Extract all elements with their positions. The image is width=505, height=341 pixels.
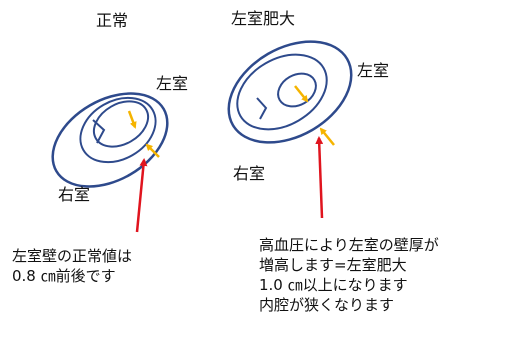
normal-note-line: 左室壁の正常値は bbox=[12, 247, 133, 265]
hypertrophy-right-ventricle-label: 右室 bbox=[233, 164, 266, 183]
normal-wall-arrow-outer bbox=[145, 143, 160, 158]
hypertrophy-septum-notch bbox=[256, 97, 268, 120]
normal-title: 正常 bbox=[96, 11, 129, 30]
hypertrophy-note-line: 高血圧により左室の壁厚が bbox=[259, 236, 439, 254]
hypertrophy-wall-arrow-inner bbox=[294, 85, 309, 103]
hypertrophy-left-ventricle-label: 左室 bbox=[357, 61, 390, 80]
hypertrophy-heart-illustration bbox=[227, 40, 353, 219]
normal-right-ventricle-label: 右室 bbox=[58, 185, 91, 204]
normal-note: 左室壁の正常値は 0.8 ㎝前後です bbox=[12, 246, 132, 286]
normal-outer-wall bbox=[51, 92, 169, 188]
normal-left-ventricle-outer bbox=[79, 96, 157, 164]
normal-wall-arrow-inner bbox=[127, 110, 137, 129]
hypertrophy-title: 左室肥大 bbox=[231, 9, 296, 28]
hypertrophy-left-ventricle-outer bbox=[236, 53, 328, 131]
hypertrophy-note-line: 増高します=左室肥大 bbox=[259, 256, 407, 274]
normal-heart-illustration bbox=[51, 92, 169, 233]
hypertrophy-left-ventricle-cavity bbox=[277, 72, 317, 108]
hypertrophy-note-line: 1.0 ㎝以上になります bbox=[259, 276, 408, 294]
normal-note-line: 0.8 ㎝前後です bbox=[12, 267, 116, 285]
hypertrophy-outer-wall bbox=[227, 40, 353, 144]
hypertrophy-pointer-arrow bbox=[315, 136, 324, 219]
normal-pointer-arrow bbox=[135, 158, 148, 233]
normal-left-ventricle-cavity bbox=[92, 100, 150, 148]
hypertrophy-note-line: 内腔が狭くなります bbox=[259, 296, 395, 314]
normal-septum-notch bbox=[92, 119, 106, 144]
normal-left-ventricle-label: 左室 bbox=[156, 74, 189, 93]
hypertrophy-note: 高血圧により左室の壁厚が 増高します=左室肥大 1.0 ㎝以上になります 内腔が… bbox=[259, 235, 439, 315]
hypertrophy-wall-arrow-outer bbox=[319, 127, 335, 146]
